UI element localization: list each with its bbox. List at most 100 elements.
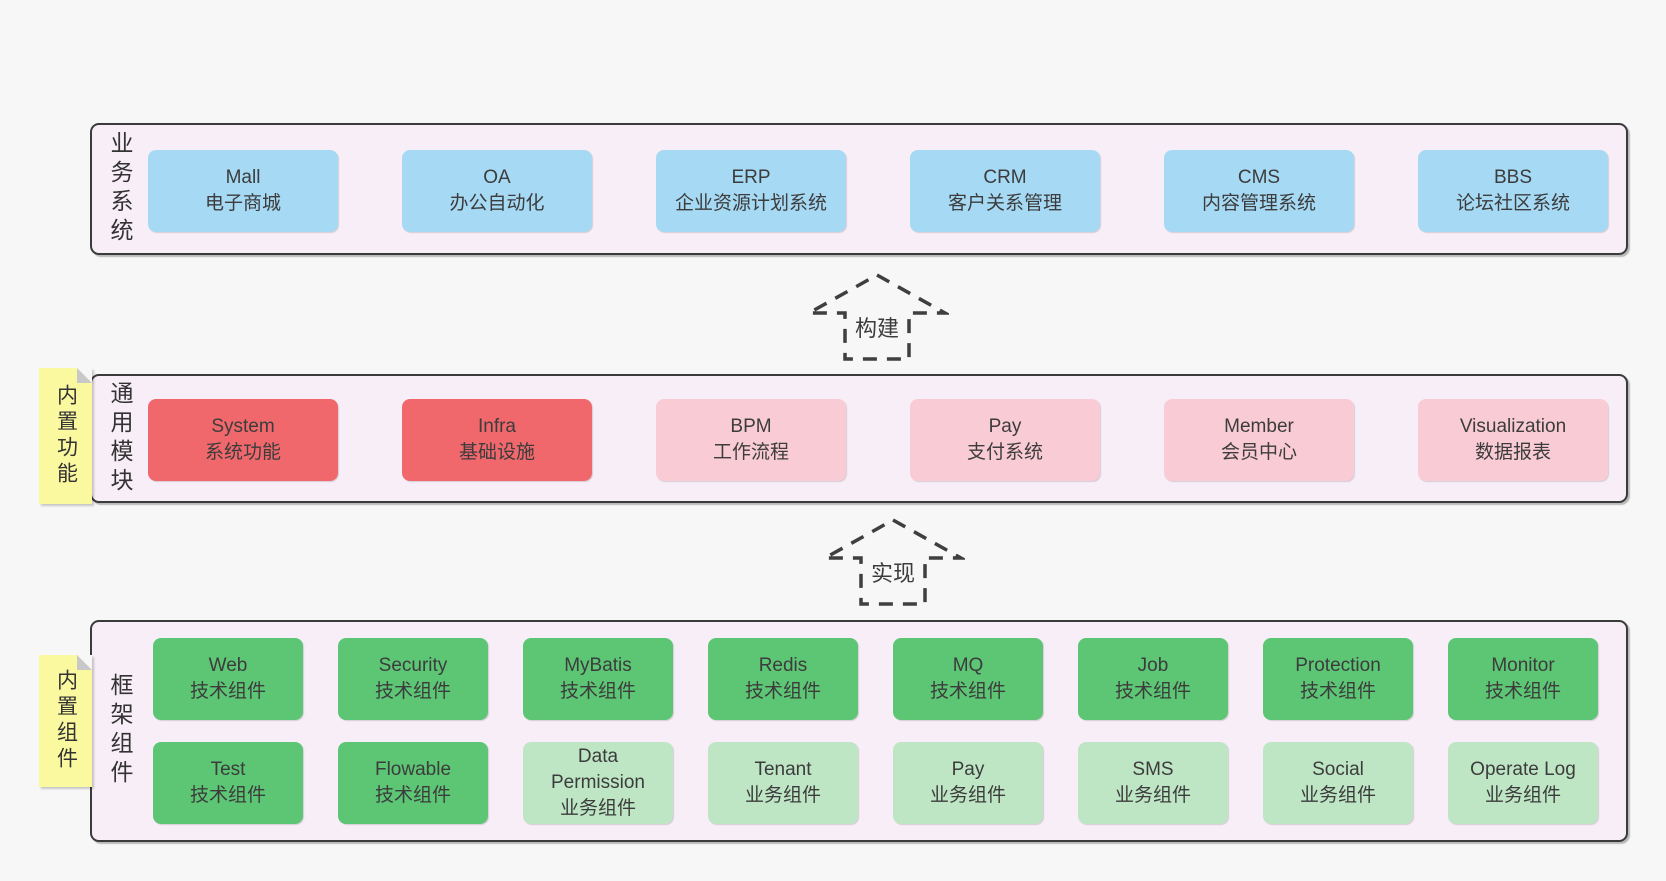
box-mq: MQ 技术组件 [893, 638, 1043, 720]
box-subtitle: 业务组件 [1114, 785, 1191, 806]
box-subtitle: 业务组件 [1484, 785, 1561, 806]
box-title: SMS [1132, 758, 1174, 780]
box-title: Operate Log [1470, 758, 1576, 780]
note-built-in-components: 内置组件 [39, 655, 92, 787]
box-title: Pay [988, 415, 1022, 437]
box-title: Protection [1295, 654, 1381, 676]
box-subtitle: 支付系统 [966, 442, 1043, 463]
box-subtitle: 技术组件 [929, 681, 1006, 702]
box-operate-log: Operate Log 业务组件 [1448, 742, 1598, 824]
box-system: System 系统功能 [148, 399, 338, 481]
box-title: Member [1224, 415, 1294, 437]
band-common-modules: 通用模块 System 系统功能 Infra 基础设施 BPM 工作流程 Pay… [90, 374, 1628, 503]
common-modules-row: System 系统功能 Infra 基础设施 BPM 工作流程 Pay 支付系统… [148, 399, 1608, 481]
box-mybatis: MyBatis 技术组件 [523, 638, 673, 720]
box-title: Social [1312, 758, 1364, 780]
box-subtitle: 技术组件 [189, 785, 266, 806]
box-title: Tenant [754, 758, 812, 780]
box-job: Job 技术组件 [1078, 638, 1228, 720]
band-label-common-modules: 通用模块 [107, 380, 133, 497]
box-tenant: Tenant 业务组件 [708, 742, 858, 824]
box-oa: OA 办公自动化 [402, 150, 592, 232]
box-title: Security [378, 654, 448, 676]
box-subtitle: 系统功能 [204, 442, 281, 463]
box-visualization: Visualization 数据报表 [1418, 399, 1608, 481]
box-title: Pay [951, 758, 985, 780]
box-subtitle: 业务组件 [559, 798, 636, 820]
framework-components-row-1: Web 技术组件 Security 技术组件 MyBatis 技术组件 Redi… [153, 638, 1598, 720]
box-subtitle: 技术组件 [374, 785, 451, 806]
box-subtitle: 工作流程 [712, 442, 789, 463]
box-title: ERP [731, 166, 771, 188]
box-bbs: BBS 论坛社区系统 [1418, 150, 1608, 232]
note-text: 内置功能 [54, 384, 78, 488]
box-monitor: Monitor 技术组件 [1448, 638, 1598, 720]
box-erp: ERP 企业资源计划系统 [656, 150, 846, 232]
box-subtitle: 技术组件 [1484, 681, 1561, 702]
box-protection: Protection 技术组件 [1263, 638, 1413, 720]
box-test: Test 技术组件 [153, 742, 303, 824]
box-social: Social 业务组件 [1263, 742, 1413, 824]
box-infra: Infra 基础设施 [402, 399, 592, 481]
box-pay-component: Pay 业务组件 [893, 742, 1043, 824]
box-title: MyBatis [564, 654, 632, 676]
box-subtitle: 技术组件 [744, 681, 821, 702]
box-subtitle: 会员中心 [1220, 442, 1297, 463]
box-subtitle: 企业资源计划系统 [674, 193, 827, 214]
arrow-label: 实现 [867, 556, 919, 588]
arrow-implement: 实现 [821, 516, 965, 608]
box-pay-system: Pay 支付系统 [910, 399, 1100, 481]
band-label-business-systems: 业务系统 [107, 131, 133, 247]
box-subtitle: 内容管理系统 [1201, 193, 1316, 214]
box-subtitle: 技术组件 [1114, 681, 1191, 702]
box-subtitle: 基础设施 [458, 442, 535, 463]
box-title: OA [483, 166, 511, 188]
box-title: Test [210, 758, 246, 780]
box-security: Security 技术组件 [338, 638, 488, 720]
box-subtitle: 电子商城 [204, 193, 281, 214]
box-sms: SMS 业务组件 [1078, 742, 1228, 824]
box-crm: CRM 客户关系管理 [910, 150, 1100, 232]
box-flowable: Flowable 技术组件 [338, 742, 488, 824]
band-framework-components: 框架组件 Web 技术组件 Security 技术组件 MyBatis 技术组件… [90, 620, 1628, 842]
box-subtitle: 客户关系管理 [947, 193, 1062, 214]
box-title: CMS [1237, 166, 1281, 188]
framework-components-row-2: Test 技术组件 Flowable 技术组件 Data Permission … [153, 742, 1598, 824]
band-business-systems: 业务系统 Mall 电子商城 OA 办公自动化 ERP 企业资源计划系统 CRM… [90, 123, 1628, 255]
box-cms: CMS 内容管理系统 [1164, 150, 1354, 232]
band-label-framework-components: 框架组件 [107, 673, 133, 789]
box-bpm: BPM 工作流程 [656, 399, 846, 481]
box-title: Infra [477, 415, 517, 437]
box-subtitle: 论坛社区系统 [1455, 193, 1570, 214]
up-arrow-dashed-icon [805, 272, 949, 361]
box-title: Mall [225, 166, 261, 188]
box-title: CRM [983, 166, 1027, 188]
box-subtitle: 办公自动化 [449, 193, 545, 214]
box-title: System [211, 415, 275, 437]
arrow-build: 构建 [805, 271, 949, 363]
box-title: Monitor [1491, 654, 1555, 676]
box-title: Redis [758, 654, 808, 676]
box-title: Data Permission [551, 745, 645, 793]
box-mall: Mall 电子商城 [148, 150, 338, 232]
box-title: Visualization [1459, 415, 1567, 437]
box-redis: Redis 技术组件 [708, 638, 858, 720]
box-member: Member 会员中心 [1164, 399, 1354, 481]
box-title: Web [208, 654, 248, 676]
box-subtitle: 技术组件 [374, 681, 451, 702]
box-subtitle: 业务组件 [1299, 785, 1376, 806]
box-title: Job [1137, 654, 1169, 676]
box-title: MQ [952, 654, 984, 676]
box-title: BPM [730, 415, 772, 437]
box-subtitle: 技术组件 [559, 681, 636, 702]
box-subtitle: 业务组件 [929, 785, 1006, 806]
up-arrow-dashed-icon [821, 517, 965, 606]
arrow-label: 构建 [851, 311, 903, 343]
box-subtitle: 数据报表 [1474, 442, 1551, 463]
box-subtitle: 技术组件 [189, 681, 266, 702]
note-text: 内置组件 [54, 669, 78, 773]
box-subtitle: 技术组件 [1299, 681, 1376, 702]
business-systems-row: Mall 电子商城 OA 办公自动化 ERP 企业资源计划系统 CRM 客户关系… [148, 150, 1608, 232]
note-built-in-features: 内置功能 [39, 368, 92, 504]
